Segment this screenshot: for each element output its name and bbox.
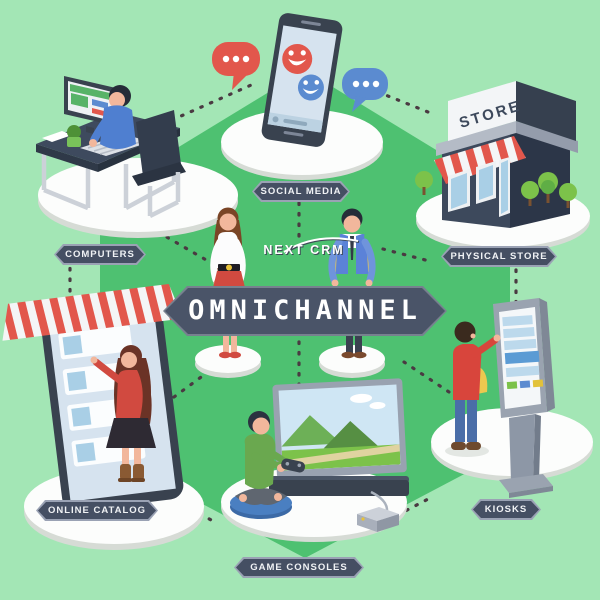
gamer-person <box>235 411 306 505</box>
console-box-icon <box>357 507 399 532</box>
tree-icon <box>415 171 433 195</box>
dashed-connector <box>156 230 210 263</box>
emoji-blue-icon <box>297 74 324 101</box>
banner-title: OMNICHANNEL <box>188 295 422 326</box>
dashed-connector <box>172 367 214 399</box>
awning-icon <box>2 284 184 341</box>
physical-store-illustration: STORE <box>406 60 594 252</box>
game-consoles-illustration <box>211 376 419 562</box>
dashed-connector <box>386 495 434 522</box>
tree-icon <box>521 172 577 208</box>
gamepad-icon <box>281 458 306 473</box>
chat-bubble-red-icon <box>212 42 260 90</box>
shopper-woman <box>90 345 156 482</box>
monitor-icon <box>64 76 116 134</box>
plant-icon <box>67 125 81 147</box>
label-computers: COMPUTERS <box>54 244 146 265</box>
omnichannel-banner: OMNICHANNEL <box>163 286 447 336</box>
person-at-desk <box>89 85 136 149</box>
emoji-red-icon <box>282 43 313 74</box>
kiosk-user <box>451 321 501 450</box>
dashed-connector <box>381 247 435 264</box>
social-media-illustration <box>206 13 398 180</box>
smartphone-icon <box>261 13 343 147</box>
label-social-media: SOCIAL MEDIA <box>252 181 350 202</box>
dashed-connector <box>402 360 454 396</box>
woman-figure <box>210 207 246 359</box>
kiosk-icon <box>493 298 555 498</box>
label-kiosks: KIOSKS <box>471 499 541 520</box>
online-catalog-illustration <box>2 266 218 562</box>
label-physical-store: PHYSICAL STORE <box>441 246 557 267</box>
awning-icon <box>434 136 526 184</box>
computers-illustration <box>28 60 243 240</box>
chair-icon <box>132 110 186 219</box>
label-game-consoles: GAME CONSOLES <box>234 557 364 578</box>
brand-swoosh-icon <box>283 237 360 254</box>
kiosks-illustration <box>421 296 600 504</box>
center-people <box>180 196 424 392</box>
paper-icon <box>42 131 72 142</box>
man-figure <box>328 208 376 359</box>
store-building-icon: STORE <box>434 81 578 228</box>
chat-bubble-blue-icon <box>342 68 388 112</box>
label-online-catalog: ONLINE CATALOG <box>36 500 158 521</box>
tv-icon <box>272 378 407 479</box>
brand-logo: NEXT CRM <box>263 243 345 257</box>
